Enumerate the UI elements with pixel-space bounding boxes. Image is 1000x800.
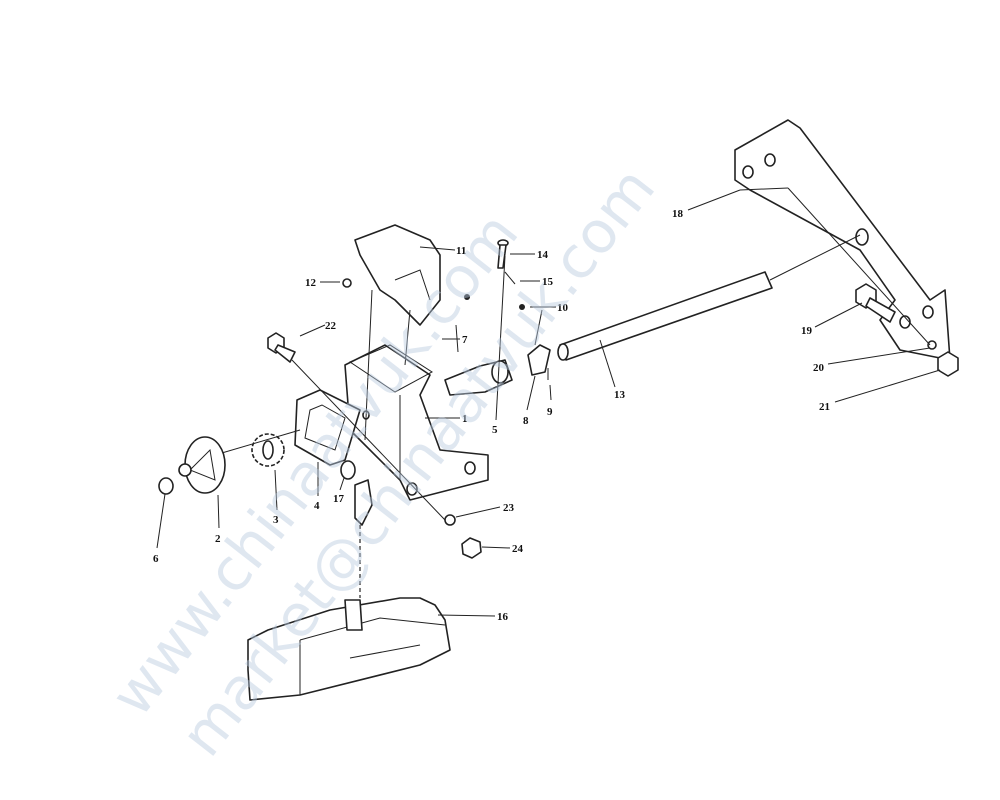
callout-16: 16 [497,611,509,623]
part-12-screw [342,278,352,288]
part-5-coupler [444,359,513,396]
callout-22: 22 [325,320,337,332]
callout-23: 23 [503,502,515,514]
callout-2: 2 [215,533,221,545]
part-18-mounting-bracket [734,119,951,361]
callout-4: 4 [314,500,320,512]
callout-5: 5 [492,424,498,436]
callout-labels: 1 2 3 4 5 6 7 8 9 10 11 12 13 14 15 16 1… [153,208,830,623]
callout-14: 14 [537,249,549,261]
part-1-frame [344,344,489,501]
callout-11: 11 [456,245,466,257]
part-20-washer [927,340,937,350]
part-24-nut [461,537,482,559]
part-22-bolt [267,332,446,521]
part-19-bolt [855,283,896,323]
callout-13: 13 [614,389,626,401]
part-13-shaft [557,234,861,361]
part-16-skid-plate [247,597,451,701]
callout-10: 10 [557,302,569,314]
part-11-cover [354,224,470,326]
callout-15: 15 [542,276,554,288]
callout-21: 21 [819,401,830,413]
callout-8: 8 [523,415,529,427]
callout-20: 20 [813,362,825,374]
part-6-washer [158,477,174,495]
callout-18: 18 [672,208,684,220]
callout-9: 9 [547,406,553,418]
leader-lines [156,187,941,617]
part-17-ring [340,460,356,480]
callout-19: 19 [801,325,813,337]
callout-17: 17 [333,493,345,505]
part-2-pulley [178,429,301,494]
callout-24: 24 [512,543,524,555]
part-14-pin [497,239,509,269]
part-8-clamp [527,344,551,376]
callout-1: 1 [462,413,468,425]
callout-6: 6 [153,553,159,565]
callout-7: 7 [462,334,468,346]
part-21-nut [937,351,959,377]
part-10-screw [519,304,525,310]
part-23-washer [444,514,456,526]
part-15-spring-pin [504,271,516,285]
chain-link [354,479,373,526]
callout-12: 12 [305,277,317,289]
screw-icon [464,294,470,300]
callout-3: 3 [273,514,279,526]
